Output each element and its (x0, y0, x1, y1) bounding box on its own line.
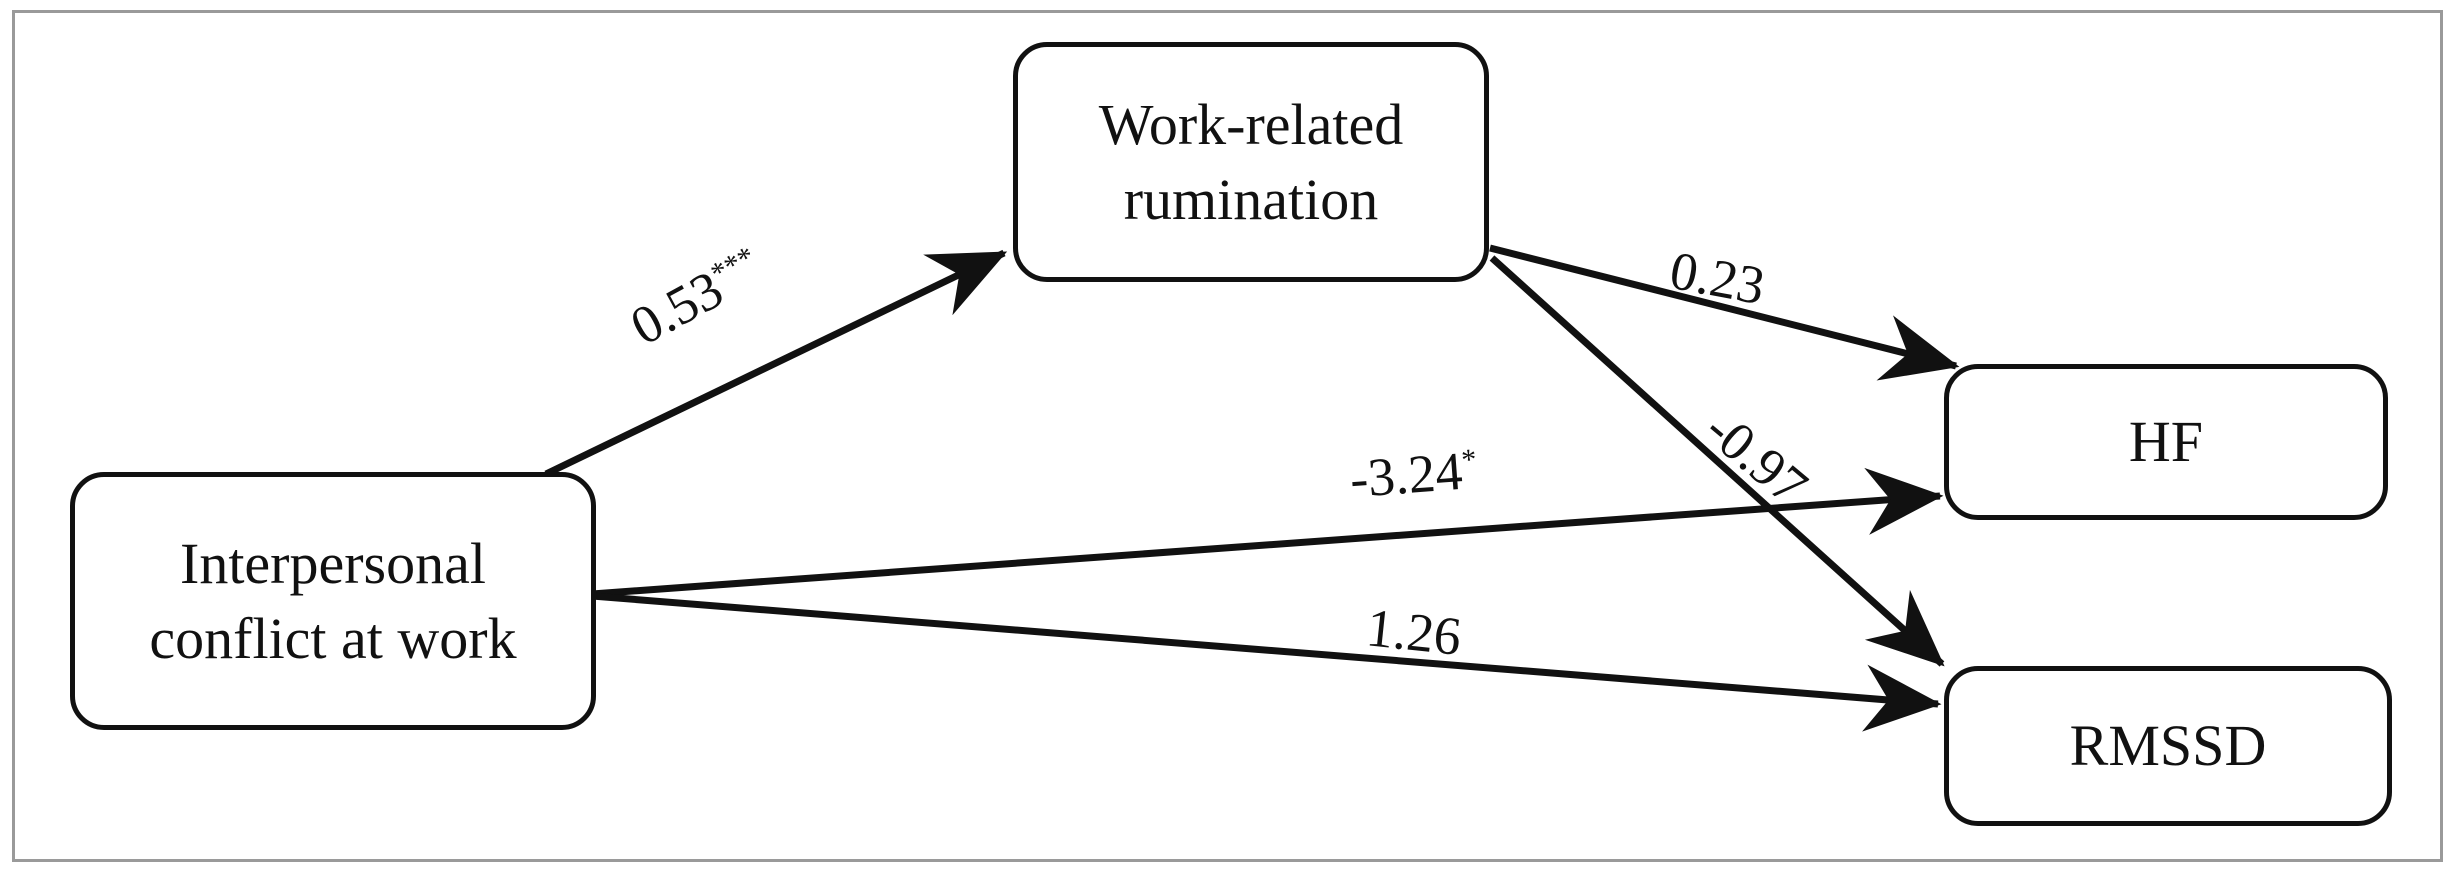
edge-coefficient-conflict-to-hf: -3.24 (1347, 440, 1465, 509)
edge-rumination-to-rmssd (1489, 255, 1945, 667)
node-label-interpersonal-conflict-at-work: Interpersonal conflict at work (149, 530, 517, 671)
node-label-rmssd: RMSSD (2069, 713, 2267, 779)
node-label-work-related-rumination: Work-related rumination (1098, 91, 1404, 232)
edge-label-conflict-to-rmssd: 1.26 (1363, 597, 1464, 667)
node-rmssd: RMSSD (1944, 666, 2392, 826)
node-label-hf: HF (2128, 409, 2204, 475)
edge-rumination-to-hf (1489, 244, 1960, 381)
node-work-related-rumination: Work-related rumination (1013, 42, 1489, 282)
edge-conflict-to-rumination (544, 249, 1008, 478)
edge-coefficient-conflict-to-rmssd: 1.26 (1363, 597, 1464, 667)
node-hf: HF (1944, 364, 2388, 520)
edge-conflict-to-rmssd (591, 592, 1942, 732)
edge-significance-conflict-to-hf: * (1460, 442, 1478, 477)
edge-label-conflict-to-hf: -3.24* (1347, 440, 1479, 509)
edge-conflict-to-hf (591, 467, 1944, 598)
node-interpersonal-conflict-at-work: Interpersonal conflict at work (70, 472, 596, 730)
